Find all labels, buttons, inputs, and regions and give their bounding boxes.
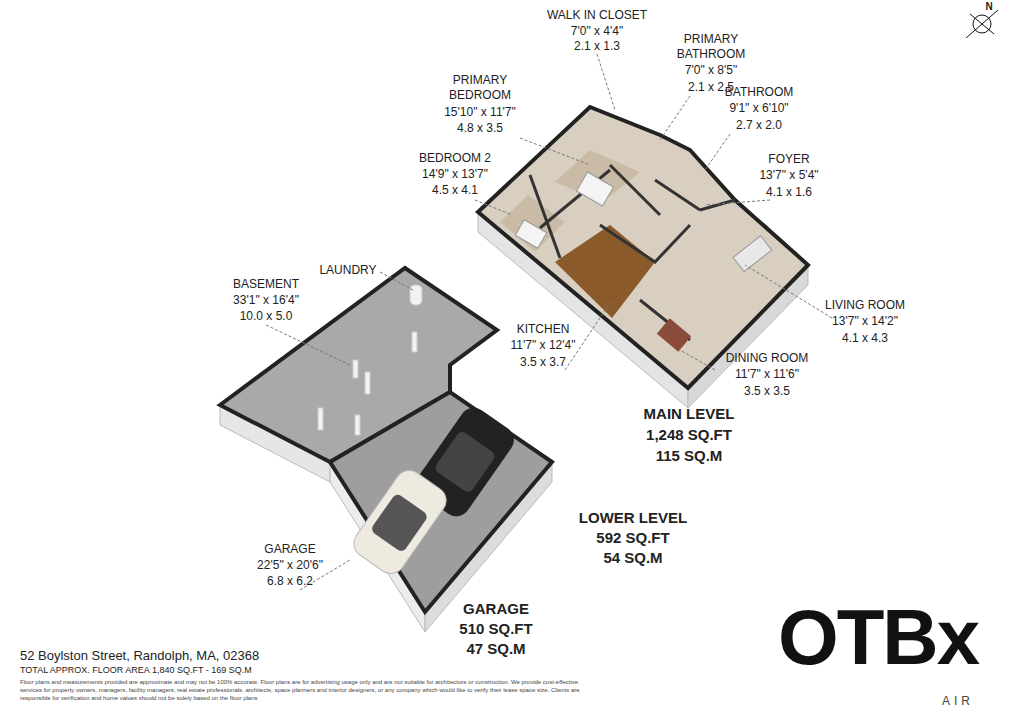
dimension: 4.5 x 4.1 (432, 183, 478, 198)
dimension: 15'10" x 11'7" (444, 105, 516, 120)
dimension: 14'9" x 13'7" (422, 167, 488, 182)
disclaimer: Floor plans and measurements provided ar… (20, 679, 585, 702)
dimension: 3.5 x 3.5 (744, 384, 790, 399)
dimension: 13'7" x 14'2" (832, 314, 898, 329)
room-name: BEDROOM 2 (419, 151, 491, 166)
dimension: 9'1" x 6'10" (729, 101, 788, 116)
compass-symbol (966, 10, 998, 38)
dimension: 4.8 x 3.5 (457, 121, 503, 136)
logo-subtext: AIR (942, 694, 974, 709)
area: 592 SQ.FT (596, 529, 669, 548)
room-name: WALK IN CLOSET (547, 8, 647, 23)
dimension: 11'7" x 11'6" (735, 367, 799, 382)
room-name: LAUNDRY (319, 263, 376, 278)
area: 47 SQ.M (466, 640, 525, 659)
car-light (348, 465, 451, 579)
room-name: PRIMARY BEDROOM (440, 73, 520, 103)
basement-posts (318, 285, 429, 502)
dimension: 7'0" x 4'4" (571, 24, 623, 39)
dimension: 4.1 x 4.3 (842, 331, 888, 346)
area: 510 SQ.FT (459, 620, 532, 639)
dimension: 4.1 x 1.6 (766, 185, 812, 200)
room-name: BASEMENT (233, 277, 299, 292)
furniture (515, 172, 771, 352)
room-name: PRIMARY BATHROOM (671, 32, 751, 62)
dimension: 10.0 x 5.0 (240, 309, 293, 324)
dimension: 2.7 x 2.0 (736, 118, 782, 133)
level-name: LOWER LEVEL (579, 509, 687, 528)
logo-text: OTBx (778, 598, 978, 676)
kitchen-floor (555, 225, 655, 318)
room-name: FOYER (768, 152, 809, 167)
level-name: MAIN LEVEL (644, 405, 735, 424)
area: 54 SQ.M (603, 549, 662, 568)
level-name: GARAGE (463, 600, 529, 619)
dimension: 2.1 x 1.3 (574, 39, 620, 54)
room-name: DINING ROOM (726, 351, 809, 366)
compass-letter: N (985, 1, 992, 14)
area: 115 SQ.M (656, 447, 723, 466)
dimension: 22'5" x 20'6" (257, 558, 323, 573)
dimension: 11'7" x 12'4" (511, 338, 576, 353)
interior-walls (530, 165, 735, 340)
dimension: 7'0" x 8'5" (685, 63, 737, 78)
address: 52 Boylston Street, Randolph, MA, 02368 (20, 648, 620, 664)
room-name: LIVING ROOM (825, 298, 905, 313)
total-area: TOTAL APPROX. FLOOR AREA 1,840 SQ.FT - 1… (20, 665, 620, 676)
dimension: 6.8 x 6.2 (267, 574, 313, 589)
leader-lines (266, 54, 832, 590)
garage-floor (330, 392, 552, 612)
area: 1,248 SQ.FT (646, 426, 732, 445)
dimension: 33'1" x 16'4" (233, 293, 299, 308)
main-floor (478, 107, 808, 388)
room-name: KITCHEN (517, 322, 570, 337)
room-name: BATHROOM (725, 85, 793, 100)
dimension: 3.5 x 3.7 (520, 355, 566, 370)
dimension: 13'7" x 5'4" (759, 168, 818, 183)
room-name: GARAGE (264, 542, 315, 557)
